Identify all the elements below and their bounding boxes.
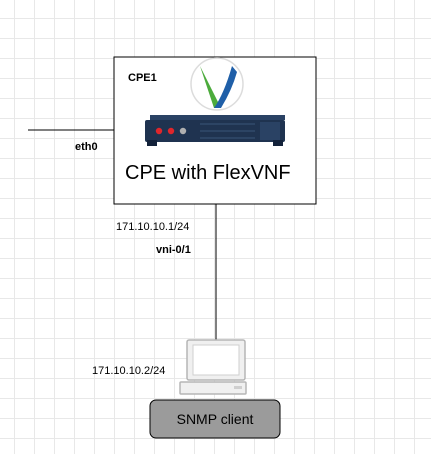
cpe-node-label: CPE1 bbox=[128, 72, 157, 84]
flexvnf-logo-icon bbox=[190, 57, 244, 111]
router-led-3 bbox=[179, 127, 187, 135]
cpe-title: CPE with FlexVNF bbox=[125, 162, 291, 184]
router-led-2 bbox=[167, 127, 175, 135]
computer-terminal-icon bbox=[179, 339, 247, 395]
vni-interface-label: vni-0/1 bbox=[156, 244, 191, 256]
snmp-client-label: SNMP client bbox=[176, 411, 254, 427]
rack-router-icon bbox=[145, 115, 285, 146]
eth0-interface-label: eth0 bbox=[75, 141, 98, 153]
client-ip-label: 171.10.10.2/24 bbox=[92, 365, 166, 377]
router-led-1 bbox=[155, 127, 163, 135]
snmp-client-box[interactable] bbox=[149, 399, 281, 439]
cpe-ip-label: 171.10.10.1/24 bbox=[116, 221, 190, 233]
